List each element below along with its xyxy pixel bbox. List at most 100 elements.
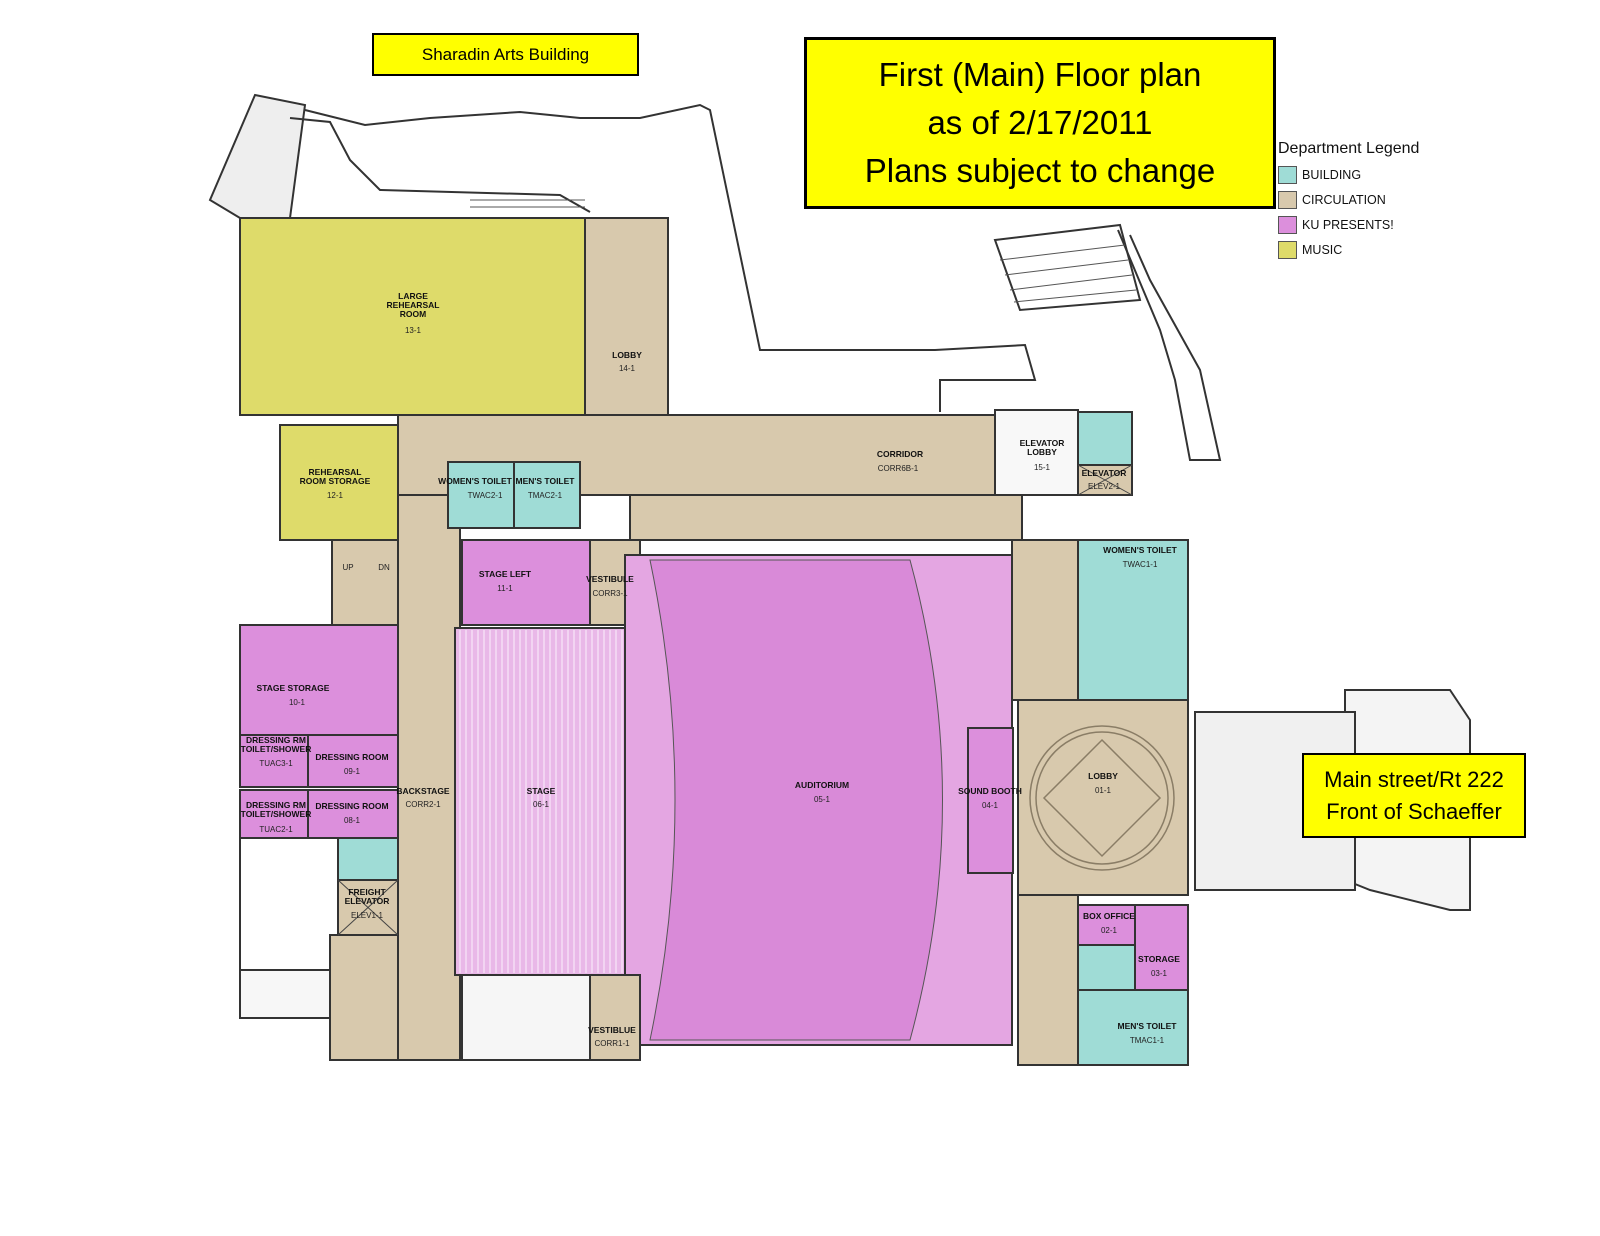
- room-white-west: [239, 837, 339, 971]
- label: DRESSING RM: [246, 800, 306, 810]
- label: WOMEN'S TOILET: [1103, 545, 1177, 555]
- title-line-1: First (Main) Floor plan: [878, 56, 1202, 93]
- label: CORRIDOR: [877, 449, 923, 459]
- label: STAGE STORAGE: [257, 683, 330, 693]
- label: ELEVATOR: [1082, 468, 1127, 478]
- room-code: 04-1: [982, 801, 999, 810]
- room-vestibule-south[interactable]: [589, 974, 641, 1061]
- elevator-x-marks: [337, 464, 1133, 936]
- room-code: 06-1: [533, 800, 550, 809]
- room-code: 13-1: [405, 326, 422, 335]
- legend-item-music: MUSIC: [1278, 237, 1419, 262]
- legend-item-building: BUILDING: [1278, 162, 1419, 187]
- room-code: 09-1: [344, 767, 361, 776]
- room-elevator-lobby[interactable]: [994, 409, 1079, 496]
- legend-swatch: [1278, 240, 1297, 259]
- auditorium-seating: [649, 559, 943, 1041]
- label: MEN'S TOILET: [1117, 1021, 1177, 1031]
- room-code: TUAC2-1: [259, 825, 293, 834]
- room-code: 11-1: [497, 584, 513, 593]
- room-dressing-room-1[interactable]: [307, 734, 399, 788]
- room-code: 10-1: [289, 698, 306, 707]
- room-code: 01-1: [1095, 786, 1112, 795]
- room-code: 08-1: [344, 816, 361, 825]
- room-building-west: [337, 837, 399, 881]
- label: DRESSING RM: [246, 735, 306, 745]
- room-code: TWAC2-1: [468, 491, 503, 500]
- stair-dn-label: DN: [378, 563, 390, 572]
- room-code: ELEV1-1: [351, 911, 384, 920]
- room-code: ELEV2-1: [1088, 482, 1121, 491]
- legend-title: Department Legend: [1278, 140, 1420, 157]
- label: STAGE LEFT: [479, 569, 532, 579]
- room-circulation-east-south[interactable]: [1017, 894, 1079, 1066]
- room-code: TUAC3-1: [259, 759, 293, 768]
- room-circulation-east-north[interactable]: [1011, 539, 1079, 701]
- room-dressing-toilet-2[interactable]: [239, 789, 309, 839]
- room-stage-left[interactable]: [461, 539, 591, 626]
- label: AUDITORIUM: [795, 780, 849, 790]
- room-dressing-toilet-1[interactable]: [239, 734, 309, 788]
- stair-up-label: UP: [342, 563, 353, 572]
- label: LOBBY: [612, 350, 642, 360]
- building-label-text: Sharadin Arts Building: [421, 44, 590, 64]
- room-code: TWAC1-1: [1123, 560, 1158, 569]
- label: STAGE: [527, 786, 556, 796]
- legend-label: MUSIC: [1302, 242, 1343, 257]
- legend-item-circulation: CIRCULATION: [1278, 187, 1419, 212]
- title-box: First (Main) Floor plan as of 2/17/2011 …: [804, 37, 1276, 209]
- label: TOILET/SHOWER: [241, 809, 312, 819]
- legend-swatch: [1278, 165, 1297, 184]
- label: FREIGHT: [348, 887, 386, 897]
- title-line-3: Plans subject to change: [864, 152, 1216, 189]
- room-code: TMAC2-1: [528, 491, 563, 500]
- room-code: CORR6B-1: [878, 464, 919, 473]
- label: DRESSING ROOM: [315, 801, 388, 811]
- room-code: 12-1: [327, 491, 344, 500]
- label: STORAGE: [1138, 954, 1180, 964]
- stage-floor-stripes: [459, 630, 623, 973]
- stair-southwest[interactable]: [329, 934, 399, 1061]
- room-lobby-west[interactable]: [584, 217, 669, 416]
- legend-label: KU PRESENTS!: [1302, 217, 1394, 232]
- room-code: CORR1-1: [594, 1039, 630, 1048]
- legend-swatch: [1278, 215, 1297, 234]
- label: WOMEN'S TOILET: [438, 476, 512, 486]
- label: ROOM: [400, 309, 426, 319]
- lobby-rotunda: [1029, 725, 1175, 871]
- room-womens-toilet-west[interactable]: [447, 461, 515, 529]
- label: BOX OFFICE: [1083, 911, 1135, 921]
- room-corridor-lower[interactable]: [629, 494, 1023, 541]
- label: DRESSING ROOM: [315, 752, 388, 762]
- label: LOBBY: [1088, 771, 1118, 781]
- room-dressing-room-2[interactable]: [307, 789, 399, 839]
- street-line-2: Front of Schaeffer: [1326, 798, 1502, 824]
- room-rehearsal-storage[interactable]: [279, 424, 399, 541]
- room-building-east: [1077, 944, 1136, 991]
- room-code: 02-1: [1101, 926, 1118, 935]
- room-mens-toilet-east[interactable]: [1077, 989, 1189, 1066]
- room-womens-toilet-east[interactable]: [1077, 539, 1189, 701]
- legend-label: BUILDING: [1302, 167, 1362, 182]
- label: SOUND BOOTH: [958, 786, 1022, 796]
- room-code: 15-1: [1034, 463, 1051, 472]
- room-code: 03-1: [1151, 969, 1168, 978]
- label: REHEARSAL: [387, 300, 440, 310]
- title-line-2: as of 2/17/2011: [927, 104, 1153, 141]
- room-white-south: [461, 974, 591, 1061]
- room-backstage[interactable]: [397, 494, 461, 1061]
- room-code: TMAC1-1: [1130, 1036, 1165, 1045]
- room-mens-toilet-west[interactable]: [513, 461, 581, 529]
- room-stage-storage[interactable]: [239, 624, 399, 736]
- legend-item-ku-presents: KU PRESENTS!: [1278, 212, 1419, 237]
- label: LARGE: [398, 291, 428, 301]
- room-code: CORR3-1: [592, 589, 628, 598]
- label: VESTIBULE: [586, 574, 634, 584]
- room-code: 05-1: [814, 795, 831, 804]
- label: ROOM STORAGE: [300, 476, 371, 486]
- label: MEN'S TOILET: [515, 476, 575, 486]
- department-legend: Department Legend BUILDING CIRCULATION K…: [1278, 140, 1419, 262]
- room-code: CORR2-1: [405, 800, 441, 809]
- room-sound-booth[interactable]: [967, 727, 1014, 874]
